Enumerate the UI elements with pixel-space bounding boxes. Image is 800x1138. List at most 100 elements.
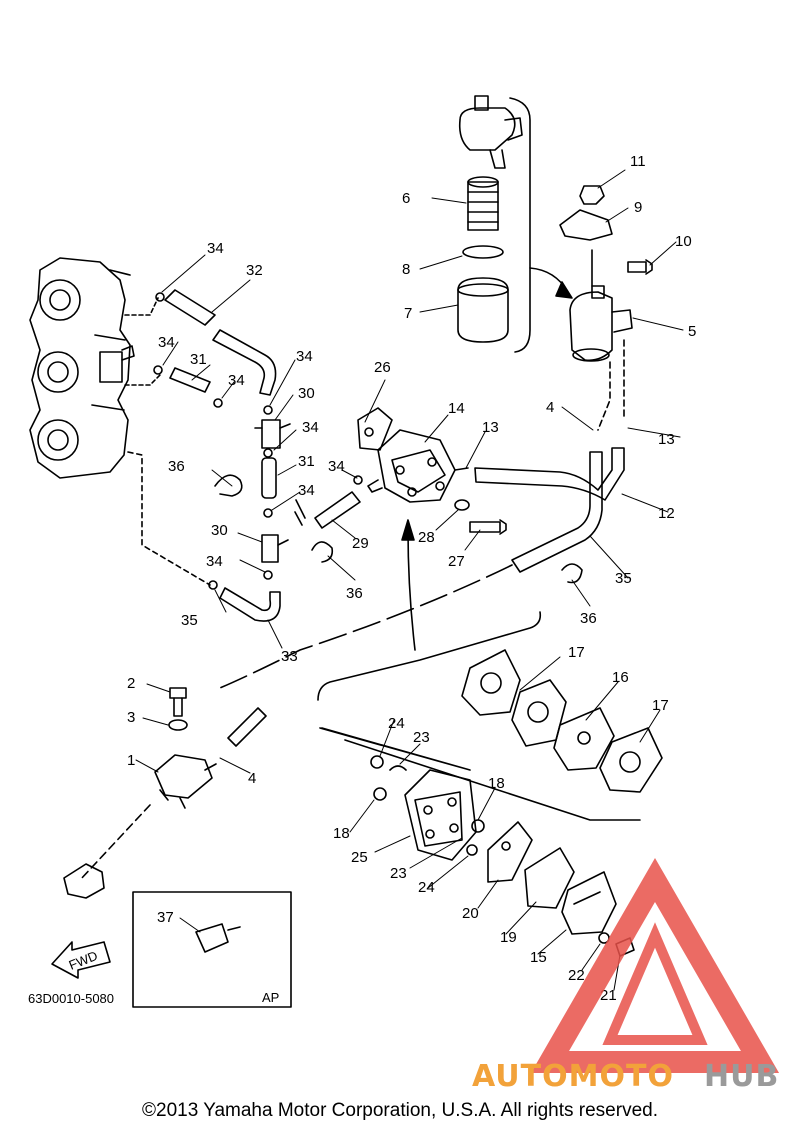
copyright-notice: ©2013 Yamaha Motor Corporation, U.S.A. A… <box>142 1100 658 1121</box>
hose-29 <box>314 491 361 529</box>
bracket-9 <box>559 209 613 241</box>
callout-3: 3 <box>127 709 135 726</box>
hose-35 <box>511 451 603 573</box>
callout-34d: 34 <box>296 348 313 365</box>
bolt-10 <box>627 259 653 275</box>
watermark-word-secondary: HUB <box>704 1059 779 1090</box>
hose-32 <box>164 289 277 396</box>
fuel-filter-1 <box>154 754 217 809</box>
callout-11: 11 <box>630 153 646 170</box>
callout-17a: 17 <box>568 644 585 661</box>
fuel-filter-5 <box>569 285 633 362</box>
diaphragm-17-bottom <box>599 727 663 793</box>
callout-34f: 34 <box>328 458 345 475</box>
callout-9: 9 <box>634 199 642 216</box>
callout-23a: 23 <box>413 729 430 746</box>
fuel-pump-14 <box>367 429 469 503</box>
gasket-20 <box>487 821 533 883</box>
callout-22: 22 <box>568 967 585 984</box>
parts-diagram: 1 2 3 4 4 5 6 7 8 9 10 11 12 13 13 14 15… <box>28 95 780 1090</box>
gasket-16 <box>553 707 615 771</box>
callout-2: 2 <box>127 675 135 692</box>
callout-34a: 34 <box>207 240 224 257</box>
hose-33 <box>219 587 281 622</box>
callout-16: 16 <box>612 669 629 686</box>
watermark-triangle-icon <box>530 857 780 1073</box>
pump-base-15 <box>561 871 617 935</box>
leader-lines <box>135 169 684 991</box>
element-6 <box>467 176 499 231</box>
watermark-word-primary: AUTOMOTO <box>472 1059 674 1090</box>
connector <box>63 863 105 899</box>
joint-30-upper <box>254 419 291 449</box>
callout-5: 5 <box>688 323 696 340</box>
nut-11 <box>579 185 605 205</box>
callout-29: 29 <box>352 535 369 552</box>
callout-24b: 24 <box>418 879 435 896</box>
callout-31b: 31 <box>298 453 315 470</box>
callout-20: 20 <box>462 905 479 922</box>
hose-31-lower <box>261 457 277 499</box>
bolt-2 <box>169 687 187 717</box>
gasket-26 <box>357 407 393 451</box>
inset-box <box>132 891 292 1008</box>
callout-6: 6 <box>402 190 410 207</box>
callout-4b: 4 <box>546 399 554 416</box>
cup-7 <box>457 277 509 343</box>
washer-3 <box>168 719 188 731</box>
hose-31-upper <box>169 367 211 393</box>
callout-8: 8 <box>402 261 410 278</box>
callout-30b: 30 <box>211 522 228 539</box>
o-ring-8 <box>462 245 504 259</box>
callout-26: 26 <box>374 359 391 376</box>
callout-13b: 13 <box>658 431 675 448</box>
callout-34b: 34 <box>158 334 175 351</box>
callout-24a: 24 <box>388 715 405 732</box>
joint-30-lower <box>261 534 289 563</box>
callout-19: 19 <box>500 929 517 946</box>
callout-15: 15 <box>530 949 547 966</box>
callout-27: 27 <box>448 553 465 570</box>
callout-34g: 34 <box>298 482 315 499</box>
callout-25: 25 <box>351 849 368 866</box>
callout-31a: 31 <box>190 351 207 368</box>
callout-33: 33 <box>281 648 298 665</box>
callout-36b: 36 <box>346 585 363 602</box>
callout-28: 28 <box>418 529 435 546</box>
callout-7: 7 <box>404 305 412 322</box>
watermark: AUTOMOTO HUB <box>472 857 780 1090</box>
callout-37: 37 <box>157 909 174 926</box>
inset-label: AP <box>262 990 279 1005</box>
callout-34e: 34 <box>302 419 319 436</box>
engine-block <box>29 257 135 479</box>
callout-34c: 34 <box>228 372 245 389</box>
callout-36c: 36 <box>580 610 597 627</box>
callout-34h: 34 <box>206 553 223 570</box>
callout-23b: 23 <box>390 865 407 882</box>
hose-12 <box>474 447 625 501</box>
callout-10: 10 <box>675 233 692 250</box>
callout-4a: 4 <box>248 770 256 787</box>
drawing-code: 63D0010-5080 <box>28 991 114 1006</box>
callout-32: 32 <box>246 262 263 279</box>
callout-14: 14 <box>448 400 465 417</box>
callout-1: 1 <box>127 752 135 769</box>
callout-17b: 17 <box>652 697 669 714</box>
callout-13a: 13 <box>482 419 499 436</box>
callout-35: 35 <box>615 570 632 587</box>
callout-21: 21 <box>600 987 617 1004</box>
filter-head <box>458 95 523 169</box>
diaphragm-19 <box>524 847 575 909</box>
bolt-27 <box>469 519 507 535</box>
callout-18a: 18 <box>488 775 505 792</box>
callout-18b: 18 <box>333 825 350 842</box>
washer-28 <box>454 499 470 511</box>
callout-12: 12 <box>658 505 675 522</box>
callout-34i: 35 <box>181 612 198 629</box>
callout-30a: 30 <box>298 385 315 402</box>
cover-top <box>461 649 521 716</box>
fwd-arrow <box>51 941 111 979</box>
hose-clips <box>153 292 583 590</box>
pump-body-25 <box>404 769 477 861</box>
callout-36a: 36 <box>168 458 185 475</box>
